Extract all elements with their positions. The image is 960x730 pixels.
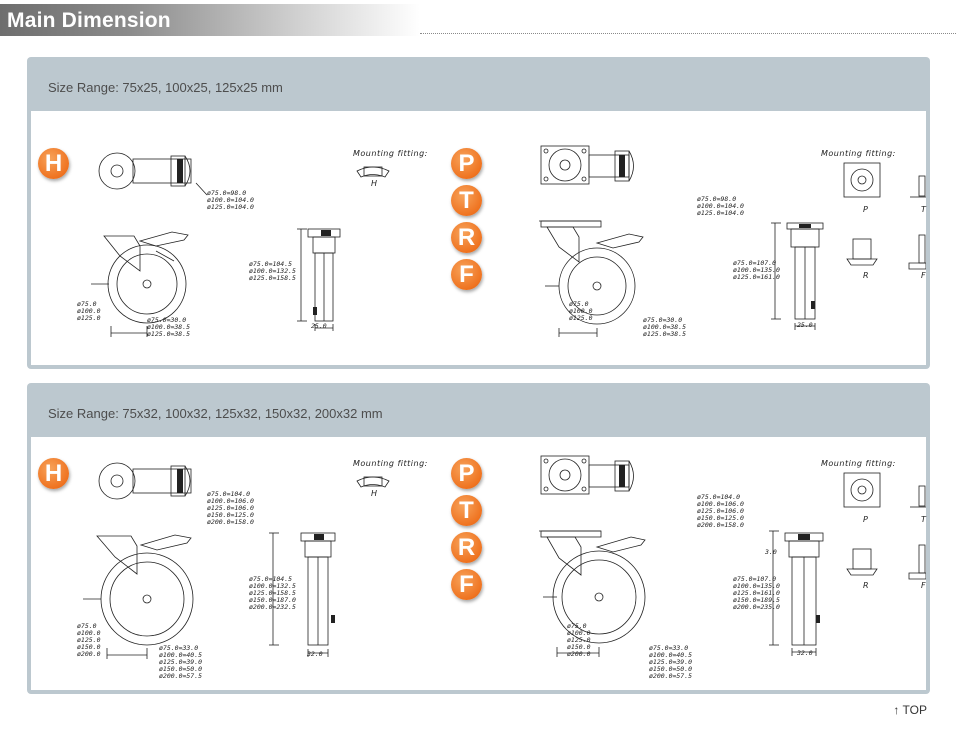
- top-view-dimensions: ø75.0=98.0 ø100.0=104.0 ø125.0=104.0: [207, 189, 254, 211]
- mounting-item-r: R: [863, 581, 870, 590]
- wheel-width: 25.0: [797, 321, 813, 329]
- letter-badge-r: R: [451, 532, 482, 563]
- wheel-diameter-list: ø75.0 ø100.0 ø125.0 ø150.0 ø200.0: [567, 622, 591, 658]
- offset-dimensions: ø75.0=33.0 ø100.0=40.5 ø125.0=39.0 ø150.…: [649, 644, 693, 680]
- mounting-fitting-label: Mounting fitting:: [353, 149, 428, 158]
- wheel-width: 25.0: [311, 322, 327, 330]
- top-view-dimensions: ø75.0=98.0 ø100.0=104.0 ø125.0=104.0: [697, 195, 744, 217]
- top-view-dimensions: ø75.0=104.0 ø100.0=106.0 ø125.0=106.0 ø1…: [697, 493, 744, 529]
- panel-header: Size Range: 75x32, 100x32, 125x32, 150x3…: [27, 383, 930, 437]
- mounting-item-r: R: [863, 271, 870, 280]
- caster-drawing-h: H: [31, 437, 471, 690]
- dimension-panel-1: Size Range: 75x25, 100x25, 125x25 mm H: [27, 57, 930, 369]
- wheel-width: 32.0: [307, 650, 323, 658]
- height-dimensions: ø75.0=107.0 ø100.0=135.0 ø125.0=161.0: [733, 259, 780, 281]
- caster-drawing-svg: [539, 455, 926, 657]
- panel-body: H: [31, 437, 926, 690]
- plate-thickness: 3.0: [765, 548, 777, 556]
- wheel-diameter-list: ø75.0 ø100.0 ø125.0: [77, 300, 101, 322]
- mounting-item-t: T: [921, 515, 927, 524]
- letter-badge-r: R: [451, 222, 482, 253]
- wheel-diameter-list: ø75.0 ø100.0 ø125.0: [569, 300, 593, 322]
- caster-drawing-svg: [539, 145, 926, 337]
- mounting-item-p: P: [863, 205, 869, 214]
- mounting-item-p: P: [863, 515, 869, 524]
- height-dimensions: ø75.0=104.5 ø100.0=132.5 ø125.0=158.5 ø1…: [249, 575, 296, 611]
- caster-drawing-svg: [83, 462, 390, 659]
- mounting-fitting-label: Mounting fitting:: [821, 149, 896, 158]
- back-to-top-link[interactable]: ↑ TOP: [893, 703, 927, 717]
- size-range-label: Size Range: 75x32, 100x32, 125x32, 150x3…: [48, 406, 383, 421]
- offset-dimensions: ø75.0=33.0 ø100.0=40.5 ø125.0=39.0 ø150.…: [159, 644, 203, 680]
- caster-drawing-h: H: [31, 111, 471, 365]
- mounting-item-f: F: [921, 581, 927, 590]
- height-dimensions: ø75.0=104.5 ø100.0=132.5 ø125.0=158.5: [249, 260, 296, 282]
- title-divider: [420, 33, 956, 34]
- size-range-label: Size Range: 75x25, 100x25, 125x25 mm: [48, 80, 283, 95]
- wheel-width: 32.0: [797, 649, 813, 657]
- section-title-bar: Main Dimension: [0, 4, 420, 36]
- letter-badge-t: T: [451, 185, 482, 216]
- dimension-panel-2: Size Range: 75x32, 100x32, 125x32, 150x3…: [27, 383, 930, 694]
- caster-drawing-ptrf: P T R F: [447, 111, 926, 365]
- wheel-diameter-list: ø75.0 ø100.0 ø125.0 ø150.0 ø200.0: [77, 622, 101, 658]
- height-dimensions: ø75.0=107.0 ø100.0=135.0 ø125.0=161.0 ø1…: [733, 575, 780, 611]
- panel-header: Size Range: 75x25, 100x25, 125x25 mm: [27, 57, 930, 111]
- letter-badge-f: F: [451, 259, 482, 290]
- offset-dimensions: ø75.0=30.0 ø100.0=38.5 ø125.0=38.5: [643, 316, 687, 338]
- mounting-item-t: T: [921, 205, 927, 214]
- panel-body: H: [31, 111, 926, 365]
- mounting-fitting-label: Mounting fitting:: [353, 459, 428, 468]
- top-view-dimensions: ø75.0=104.0 ø100.0=106.0 ø125.0=106.0 ø1…: [207, 490, 254, 526]
- offset-dimensions: ø75.0=30.0 ø100.0=38.5 ø125.0=38.5: [147, 316, 191, 338]
- letter-badge-f: F: [451, 569, 482, 600]
- mounting-item-h: H: [371, 179, 378, 188]
- letter-badge-p: P: [451, 148, 482, 179]
- mounting-item-f: F: [921, 271, 927, 280]
- caster-drawing-ptrf: P T R F: [447, 437, 926, 690]
- letter-badge-h: H: [38, 148, 69, 179]
- letter-badge-h: H: [38, 458, 69, 489]
- mounting-fitting-label: Mounting fitting:: [821, 459, 896, 468]
- letter-badge-t: T: [451, 495, 482, 526]
- mounting-item-h: H: [371, 489, 378, 498]
- section-title: Main Dimension: [7, 9, 171, 32]
- letter-badge-p: P: [451, 458, 482, 489]
- caster-drawing-svg: [91, 152, 390, 337]
